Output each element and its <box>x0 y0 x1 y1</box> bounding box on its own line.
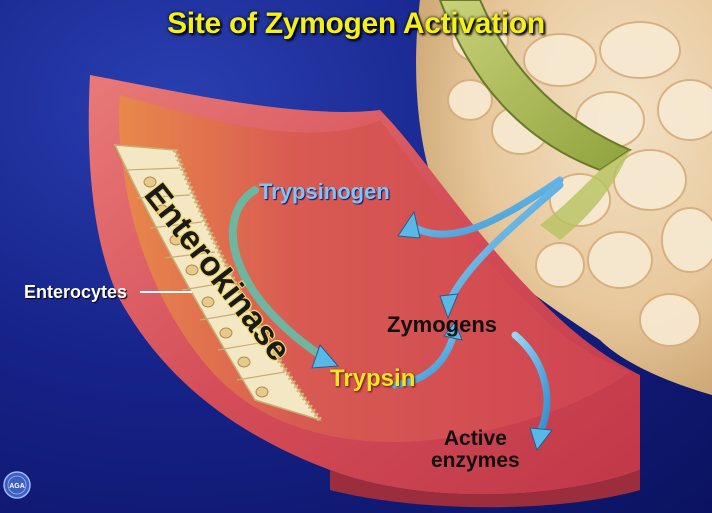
active-enzymes-label: Active enzymes <box>431 428 520 472</box>
aga-logo-icon: AGA <box>2 470 32 500</box>
trypsin-label: Trypsin <box>330 366 415 391</box>
active-enzymes-line1: Active <box>431 428 520 450</box>
active-enzymes-line2: enzymes <box>431 450 520 472</box>
aga-logo-text: AGA <box>9 483 25 490</box>
trypsinogen-label: Trypsinogen <box>259 180 390 203</box>
enterocytes-label: Enterocytes <box>24 283 127 302</box>
zymogens-label: Zymogens <box>387 313 497 336</box>
diagram-title: Site of Zymogen Activation <box>0 8 712 40</box>
